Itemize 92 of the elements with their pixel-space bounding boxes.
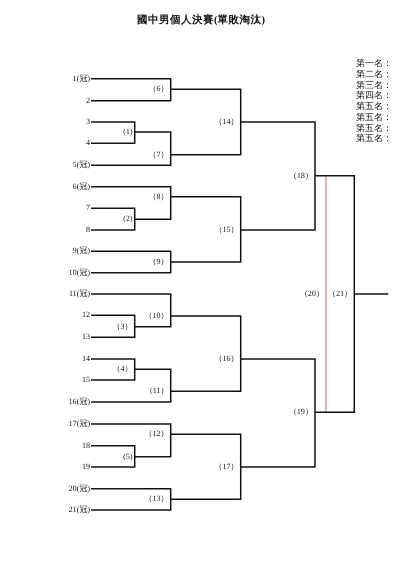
match-label: （19） <box>288 407 313 418</box>
bracket-line <box>91 326 136 338</box>
bracket-line <box>134 434 172 458</box>
match-label: （16） <box>214 354 238 364</box>
player-label: 8 <box>86 225 90 235</box>
bracket-line <box>91 186 172 197</box>
bracket-line <box>134 368 172 392</box>
bracket-line <box>91 262 172 274</box>
player-label: 13 <box>82 332 90 342</box>
match-label: （20） <box>300 289 324 299</box>
player-label: 12 <box>82 310 90 320</box>
player-label: 7 <box>86 203 90 214</box>
bracket-line <box>91 499 172 511</box>
bracket-line <box>91 456 136 468</box>
bracket-line <box>91 293 172 316</box>
match-label: （10） <box>144 311 168 321</box>
player-label: 11(冠) <box>68 289 90 299</box>
bracket-line <box>91 154 172 166</box>
player-label: 3 <box>86 117 90 127</box>
bracket-line <box>170 230 242 263</box>
player-label: 5(冠) <box>72 160 90 170</box>
bracket-line <box>170 315 242 359</box>
player-label: 21(冠) <box>68 505 90 515</box>
bracket-line <box>91 488 172 500</box>
match-label: (5) <box>123 452 132 462</box>
ranking-label: 第三名： <box>356 80 392 90</box>
ranking-label: 第五名： <box>356 122 392 132</box>
bracket-line <box>91 132 136 144</box>
match-label: (1) <box>123 127 132 137</box>
player-label: 4 <box>86 138 90 148</box>
bracket-line <box>315 294 356 414</box>
player-label: 15 <box>82 375 90 385</box>
bracket-line <box>134 131 172 155</box>
match-label: （6） <box>148 84 168 94</box>
match-label: （9） <box>148 257 168 267</box>
bracket-line <box>134 196 172 220</box>
player-label: 19 <box>82 462 90 472</box>
player-label: 2 <box>86 96 90 106</box>
bracket-line <box>91 89 172 102</box>
bracket-line <box>134 316 172 328</box>
match-label: （15） <box>214 225 238 235</box>
match-label: （12） <box>144 429 168 440</box>
bracket-line <box>91 78 172 90</box>
bracket-line <box>91 121 136 132</box>
title: 國中男個人決賽(單敗淘汰) <box>137 14 265 28</box>
match-label: （14） <box>214 117 238 127</box>
bracket-line <box>91 444 136 457</box>
ranking-label: 第四名： <box>356 90 392 100</box>
bracket-line <box>170 122 242 156</box>
bracket-line <box>170 88 242 122</box>
match-label: (2) <box>123 214 132 224</box>
bracket-line <box>170 196 242 230</box>
match-label: （21） <box>328 289 352 299</box>
bracket-line <box>91 250 172 262</box>
bracket-line <box>240 358 316 412</box>
bracket-line <box>315 174 356 294</box>
ranking-label: 第五名： <box>356 112 392 122</box>
ranking-label: 第二名： <box>356 69 392 79</box>
bracket-line <box>354 293 388 295</box>
bracket-line <box>91 369 136 381</box>
match-label: （17） <box>214 462 238 472</box>
bracket-line <box>240 176 316 231</box>
match-label: （8） <box>148 192 168 202</box>
ranking-label: 第一名： <box>356 58 392 68</box>
bracket-line <box>91 423 172 434</box>
ranking-label: 第五名： <box>356 101 392 112</box>
bracket-line <box>240 412 316 468</box>
player-label: 17(冠) <box>68 419 90 429</box>
bracket-line <box>240 121 316 176</box>
ranking-label: 第五名： <box>356 133 392 144</box>
match-label: （4） <box>112 364 132 374</box>
bracket-line <box>91 314 136 327</box>
bracket-line <box>170 359 242 392</box>
match-label: （11） <box>144 386 168 396</box>
bracket-line <box>91 219 136 231</box>
match-label: （13） <box>144 494 168 504</box>
player-label: 14 <box>82 354 90 364</box>
match-label: （3） <box>112 322 132 332</box>
bracket-line <box>91 358 136 370</box>
player-label: 18 <box>82 440 90 451</box>
player-label: 1(冠) <box>72 74 90 84</box>
player-label: 10(冠) <box>68 268 90 278</box>
bracket-line <box>91 208 136 220</box>
player-label: 16(冠) <box>68 397 90 407</box>
player-label: 9(冠) <box>72 246 90 256</box>
player-label: 20(冠) <box>68 484 90 494</box>
player-label: 6(冠) <box>72 182 90 192</box>
bracket-line <box>170 434 242 467</box>
match-label: （7） <box>148 150 168 160</box>
bracket-line <box>91 391 172 403</box>
match-label: （18） <box>288 170 313 181</box>
bracket-line <box>170 467 242 500</box>
